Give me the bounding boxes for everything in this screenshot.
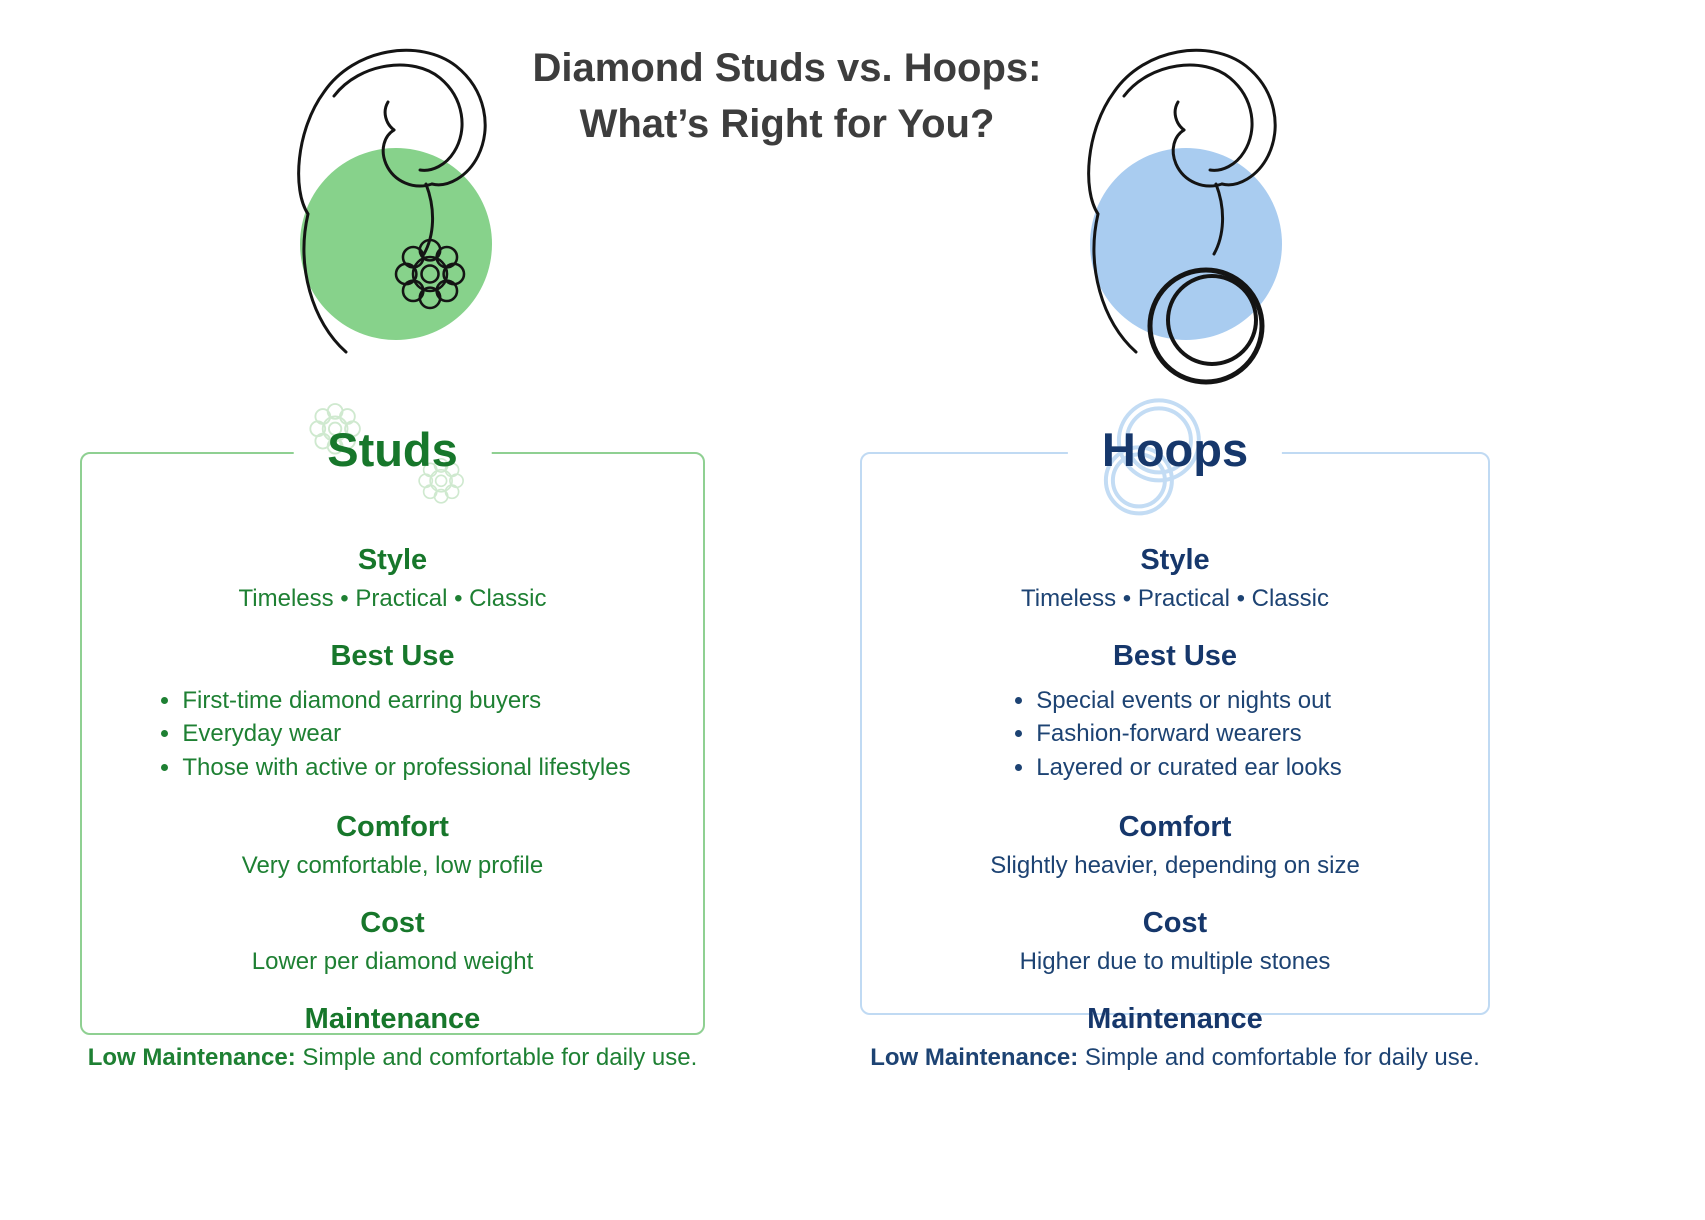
page-title: Diamond Studs vs. Hoops: What’s Right fo… bbox=[467, 40, 1107, 152]
comfort-heading: Comfort bbox=[1118, 810, 1232, 843]
ear-with-stud-icon bbox=[297, 48, 492, 354]
blue-accent-circle bbox=[1090, 148, 1282, 340]
comfort-text: Slightly heavier, depending on size bbox=[990, 851, 1360, 879]
hoops-card-title: Hoops bbox=[1067, 397, 1283, 515]
green-accent-circle bbox=[300, 148, 492, 340]
studs-best-use-section: Best Use First-time diamond earring buye… bbox=[82, 640, 703, 785]
studs-card: Studs Style Timeless • Practical • Class… bbox=[80, 402, 705, 1071]
style-text: Timeless • Practical • Classic bbox=[1021, 585, 1329, 612]
cost-text: Higher due to multiple stones bbox=[1019, 947, 1331, 975]
style-text: Timeless • Practical • Classic bbox=[238, 585, 547, 612]
list-item: Layered or curated ear looks bbox=[1036, 752, 1342, 783]
ear-outline bbox=[297, 48, 487, 354]
hoops-card: Hoops Style Timeless • Practical • Class… bbox=[860, 397, 1490, 1071]
maintenance-text: Low Maintenance: Simple and comfortable … bbox=[862, 1042, 1488, 1073]
hoop-earring-icon bbox=[1147, 267, 1265, 385]
cost-text: Lower per diamond weight bbox=[251, 947, 534, 975]
list-item: Fashion-forward wearers bbox=[1036, 718, 1342, 749]
card-title-text: Studs bbox=[327, 423, 458, 476]
best-use-heading: Best Use bbox=[1112, 640, 1238, 673]
maintenance-rest: Simple and comfortable for daily use. bbox=[302, 1044, 698, 1072]
best-use-heading: Best Use bbox=[330, 640, 455, 673]
hoops-style-section: Style Timeless • Practical • Classic bbox=[862, 544, 1488, 614]
best-use-list: First-time diamond earring buyers Everyd… bbox=[154, 683, 630, 785]
list-item: Special events or nights out bbox=[1036, 685, 1342, 716]
list-item: Everyday wear bbox=[182, 718, 630, 749]
comfort-heading: Comfort bbox=[336, 810, 449, 843]
comfort-text: Very comfortable, low profile bbox=[241, 851, 544, 879]
ear-outline bbox=[1087, 48, 1277, 354]
maintenance-rest: Simple and comfortable for daily use. bbox=[1084, 1044, 1480, 1072]
studs-style-section: Style Timeless • Practical • Classic bbox=[82, 544, 703, 614]
cost-heading: Cost bbox=[360, 906, 425, 939]
hoops-comfort-section: Comfort Slightly heavier, depending on s… bbox=[862, 811, 1488, 881]
list-item: First-time diamond earring buyers bbox=[182, 685, 630, 716]
hoops-maintenance-section: Maintenance Low Maintenance: Simple and … bbox=[862, 1003, 1488, 1073]
maintenance-heading: Maintenance bbox=[304, 1003, 481, 1036]
studs-comfort-section: Comfort Very comfortable, low profile bbox=[82, 811, 703, 881]
studs-maintenance-section: Maintenance Low Maintenance: Simple and … bbox=[82, 1003, 703, 1073]
ear-with-hoop-icon bbox=[1087, 48, 1282, 385]
maintenance-text: Low Maintenance: Simple and comfortable … bbox=[82, 1042, 703, 1073]
style-heading: Style bbox=[357, 544, 428, 576]
maintenance-bold: Low Maintenance: bbox=[87, 1044, 296, 1072]
studs-card-title: Studs bbox=[293, 402, 492, 504]
list-item: Those with active or professional lifest… bbox=[182, 752, 630, 783]
best-use-list: Special events or nights out Fashion-for… bbox=[1008, 683, 1342, 785]
style-heading: Style bbox=[1140, 544, 1210, 576]
cost-heading: Cost bbox=[1142, 906, 1208, 939]
studs-cost-section: Cost Lower per diamond weight bbox=[82, 907, 703, 977]
hoops-best-use-section: Best Use Special events or nights out Fa… bbox=[862, 640, 1488, 785]
page-title-line2: What’s Right for You? bbox=[579, 102, 995, 146]
page-title-line1: Diamond Studs vs. Hoops: bbox=[532, 46, 1042, 90]
maintenance-bold: Low Maintenance: bbox=[870, 1044, 1079, 1072]
card-title-text: Hoops bbox=[1101, 423, 1249, 476]
hoops-cost-section: Cost Higher due to multiple stones bbox=[862, 907, 1488, 977]
maintenance-heading: Maintenance bbox=[1087, 1003, 1263, 1036]
